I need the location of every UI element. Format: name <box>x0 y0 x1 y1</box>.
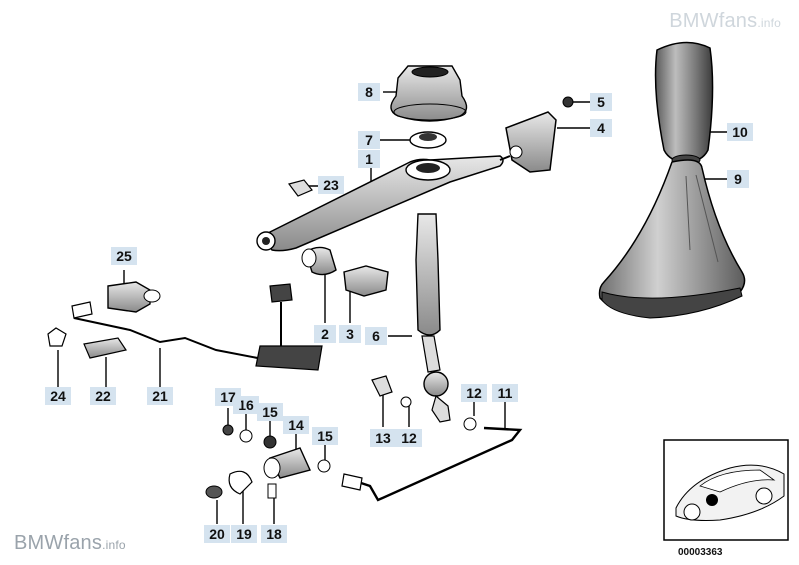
svg-text:15: 15 <box>262 404 278 420</box>
svg-text:9: 9 <box>734 171 742 187</box>
svg-text:6: 6 <box>372 328 380 344</box>
svg-text:21: 21 <box>152 388 168 404</box>
callout-4: 4 <box>590 119 612 137</box>
svg-text:10: 10 <box>732 124 748 140</box>
callout-18: 18 <box>261 525 287 543</box>
location-inset: 00003363 <box>663 439 789 558</box>
shift-rod-lower <box>341 426 523 502</box>
svg-text:18: 18 <box>266 526 282 542</box>
callout-15-right: 15 <box>312 427 338 445</box>
svg-text:5: 5 <box>597 94 605 110</box>
callout-13: 13 <box>370 429 396 447</box>
callout-24: 24 <box>45 387 71 405</box>
gear-knob <box>654 41 714 166</box>
watermark-suffix: .info <box>102 538 126 552</box>
callout-22: 22 <box>90 387 116 405</box>
svg-text:25: 25 <box>116 248 132 264</box>
svg-text:12: 12 <box>466 385 482 401</box>
callout-2: 2 <box>314 325 336 343</box>
clip-23 <box>287 179 313 197</box>
leader-lines <box>57 91 727 524</box>
pivot-bushing <box>301 246 337 276</box>
svg-text:11: 11 <box>498 385 513 401</box>
shift-rod <box>415 213 451 423</box>
joint-14 <box>263 447 311 479</box>
callout-21: 21 <box>147 387 173 405</box>
watermark-brand: BMWfans <box>14 532 103 554</box>
bracket <box>505 96 574 173</box>
svg-text:24: 24 <box>50 388 66 404</box>
bearing-cup <box>390 65 468 122</box>
watermark-top: BMWfans.info <box>669 10 781 33</box>
callout-7: 7 <box>358 131 380 149</box>
clip-24 <box>47 327 67 347</box>
svg-text:23: 23 <box>323 177 339 193</box>
callout-3: 3 <box>339 325 361 343</box>
callout-1: 1 <box>358 150 380 168</box>
watermark-bottom: BMWfans.info <box>14 532 126 555</box>
switch-25 <box>107 281 161 313</box>
clip <box>343 265 389 297</box>
callout-11: 11 <box>492 384 518 402</box>
callout-12-lower: 12 <box>396 429 422 447</box>
svg-text:14: 14 <box>288 417 304 433</box>
hardware-small <box>222 375 477 473</box>
callout-19: 19 <box>231 525 257 543</box>
svg-text:19: 19 <box>236 526 252 542</box>
svg-text:17: 17 <box>220 389 236 405</box>
callout-5: 5 <box>590 93 612 111</box>
clip-22 <box>83 337 127 359</box>
svg-text:3: 3 <box>346 326 354 342</box>
svg-text:4: 4 <box>597 120 605 136</box>
svg-text:15: 15 <box>317 428 333 444</box>
inset-reference-number: 00003363 <box>678 547 723 558</box>
parts-18-19-20 <box>205 470 277 499</box>
callout-6: 6 <box>365 327 387 345</box>
svg-text:13: 13 <box>375 430 391 446</box>
callout-16: 16 <box>233 396 259 414</box>
callout-12-upper: 12 <box>461 384 487 402</box>
svg-text:22: 22 <box>95 388 111 404</box>
svg-text:1: 1 <box>365 151 373 167</box>
callout-23: 23 <box>318 176 344 194</box>
callout-9: 9 <box>727 170 749 188</box>
bushing <box>409 131 447 149</box>
svg-text:20: 20 <box>209 526 225 542</box>
svg-text:16: 16 <box>238 397 254 413</box>
watermark-suffix: .info <box>757 16 781 30</box>
callout-25: 25 <box>111 247 137 265</box>
callouts: 1 2 3 4 5 6 7 8 9 10 11 12 12 13 14 15 1… <box>45 83 753 543</box>
shift-lever-arm <box>256 155 511 252</box>
svg-text:2: 2 <box>321 326 329 342</box>
svg-text:8: 8 <box>365 84 373 100</box>
svg-text:12: 12 <box>401 430 417 446</box>
callout-10: 10 <box>727 123 753 141</box>
watermark-brand: BMWfans <box>669 10 758 32</box>
shift-boot <box>598 159 746 319</box>
callout-14: 14 <box>283 416 309 434</box>
callout-20: 20 <box>204 525 230 543</box>
svg-text:7: 7 <box>365 132 373 148</box>
callout-8: 8 <box>358 83 380 101</box>
callout-17: 17 <box>215 388 241 406</box>
callout-15-left: 15 <box>257 403 283 421</box>
cable-21 <box>71 283 323 371</box>
